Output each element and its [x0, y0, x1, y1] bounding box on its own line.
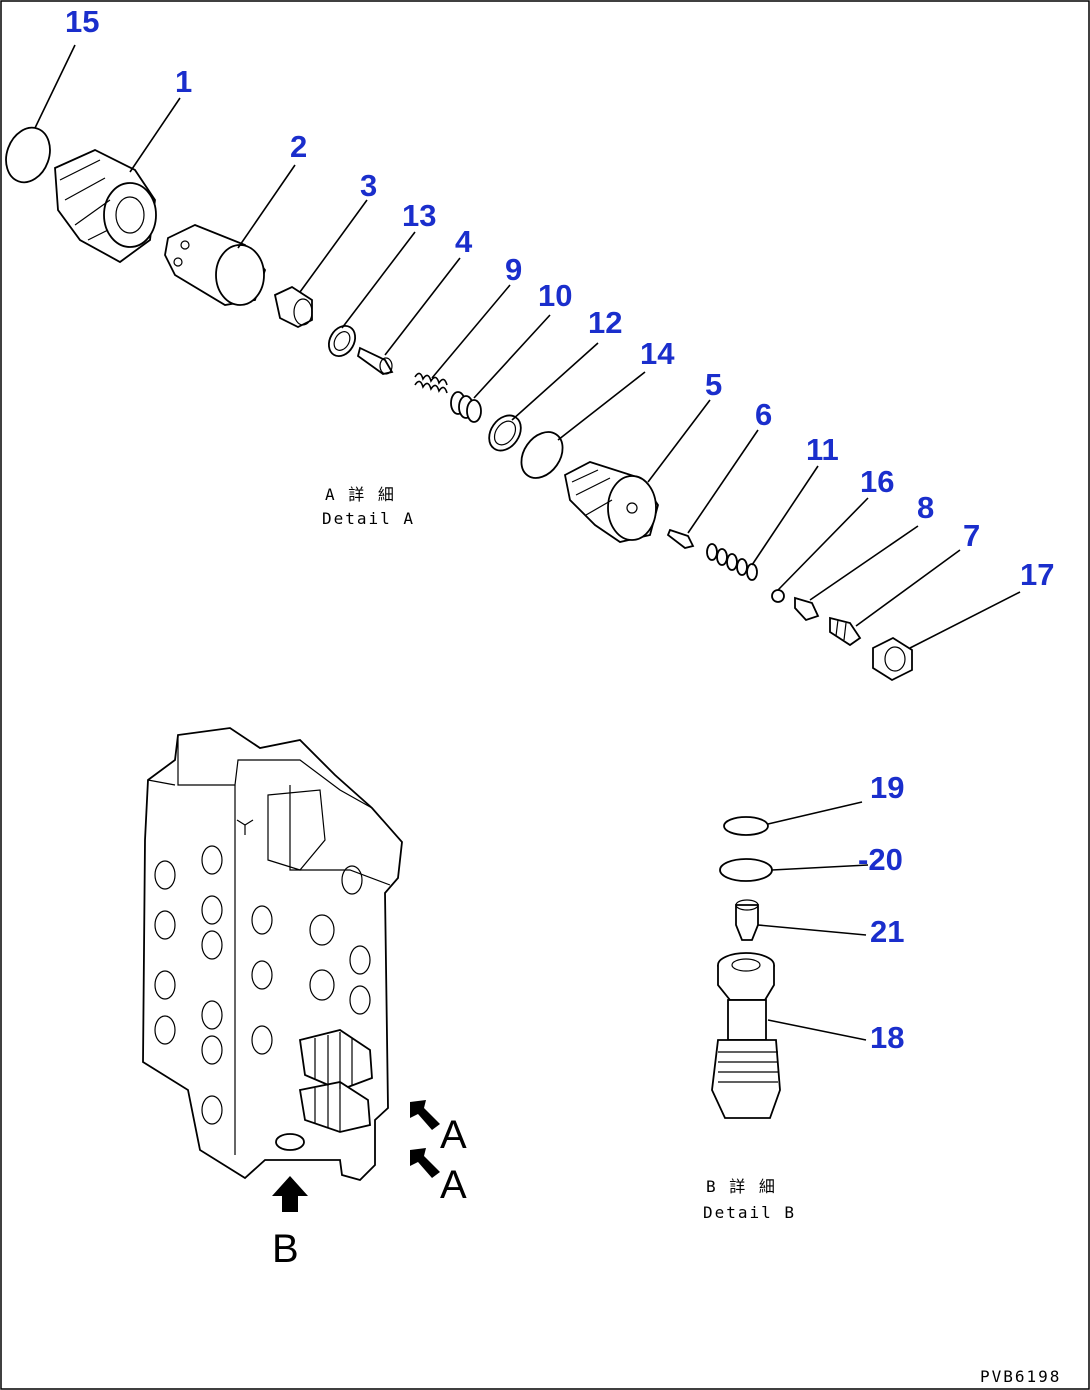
part-12-backup-ring[interactable]	[483, 409, 528, 456]
view-label-a-lower: A	[440, 1163, 467, 1207]
part-16-ball[interactable]	[771, 589, 785, 603]
part-18-plug[interactable]	[711, 952, 781, 1119]
callout-10: 10	[538, 278, 572, 313]
part-6-pin[interactable]	[666, 528, 695, 549]
callout-16: 16	[860, 464, 894, 499]
part-4-pin[interactable]	[356, 346, 394, 375]
callout-18: 18	[870, 1020, 904, 1055]
part-8-screw[interactable]	[794, 596, 820, 622]
drawing-code: PVB6198	[980, 1367, 1061, 1386]
callout-9: 9	[505, 252, 522, 287]
part-21-bolt[interactable]	[735, 899, 759, 941]
callout-1: 1	[175, 64, 192, 99]
callout-4: 4	[455, 224, 473, 259]
view-arrow-a-lower	[410, 1148, 440, 1178]
detail-a-caption-en: Detail A	[322, 509, 415, 528]
view-arrow-a-upper	[410, 1100, 440, 1130]
part-13-ring[interactable]	[324, 321, 361, 361]
callout-7: 7	[963, 518, 980, 553]
part-3-poppet[interactable]	[273, 285, 313, 329]
part-2-sleeve[interactable]	[164, 224, 267, 306]
part-20-o-ring[interactable]	[719, 858, 773, 882]
callout-20: -20	[858, 842, 903, 877]
part-5-body[interactable]	[563, 461, 659, 543]
part-11-spring[interactable]	[706, 543, 758, 581]
callout-21: 21	[870, 914, 904, 949]
callout-15: 15	[65, 4, 99, 39]
view-label-a-upper: A	[440, 1113, 467, 1157]
callout-3: 3	[360, 168, 377, 203]
part-14-o-ring[interactable]	[513, 424, 571, 486]
part-1-valve-body[interactable]	[54, 149, 157, 264]
part-15-o-ring[interactable]	[0, 122, 57, 189]
view-arrow-b	[272, 1176, 308, 1212]
callout-6: 6	[755, 397, 772, 432]
detail-b-caption-en: Detail B	[703, 1203, 796, 1222]
control-valve-assembly	[142, 727, 403, 1182]
part-10-spring[interactable]	[450, 391, 482, 423]
part-19-o-ring[interactable]	[723, 816, 769, 836]
callout-19: 19	[870, 770, 904, 805]
detail-b-caption-jp: B 詳 細	[706, 1177, 777, 1196]
callout-12: 12	[588, 305, 622, 340]
view-label-b: B	[272, 1227, 299, 1271]
detail-a-caption-jp: A 詳 細	[325, 485, 396, 504]
callout-14: 14	[640, 336, 675, 371]
callout-11: 11	[806, 432, 839, 467]
part-17-nut[interactable]	[872, 636, 913, 682]
callout-17: 17	[1020, 557, 1054, 592]
part-7-adjust-screw[interactable]	[829, 616, 862, 647]
callout-5: 5	[705, 367, 722, 402]
leader-lines-b	[757, 801, 869, 1041]
leader-lines-a	[34, 44, 1021, 649]
callout-8: 8	[917, 490, 934, 525]
callout-2: 2	[290, 129, 307, 164]
callout-13: 13	[402, 198, 436, 233]
part-9-spring[interactable]	[414, 372, 448, 394]
